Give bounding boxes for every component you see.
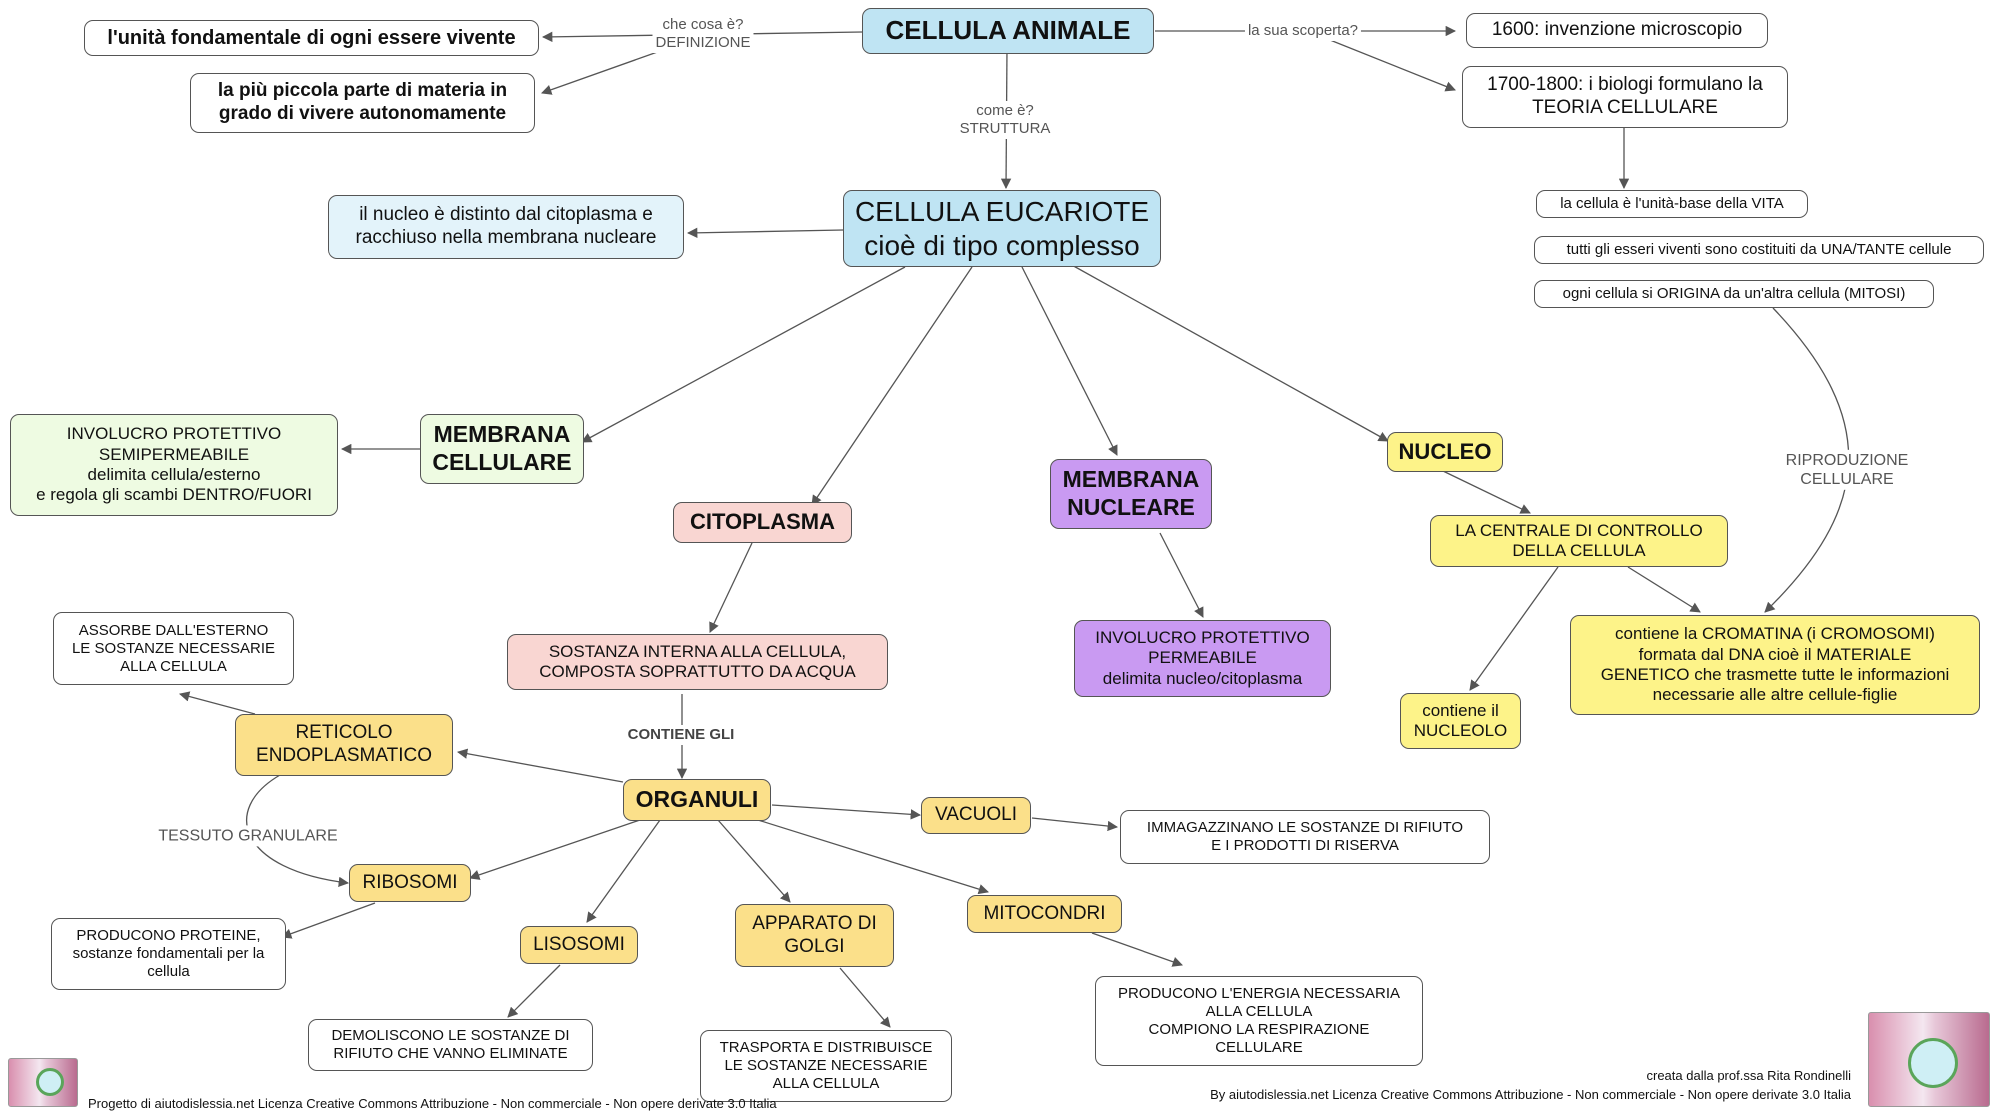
link-organuli-lisosomi bbox=[586, 819, 661, 923]
node-apparato-golgi[interactable]: APPARATO DI GOLGI bbox=[735, 904, 894, 967]
node-nucleo-distinto[interactable]: il nucleo è distinto dal citoplasma e ra… bbox=[328, 195, 684, 259]
node-membrana-cellulare-desc[interactable]: INVOLUCRO PROTETTIVO SEMIPERMEABILE deli… bbox=[10, 414, 338, 516]
node-cellula-eucariote[interactable]: CELLULA EUCARIOTE cioè di tipo complesso bbox=[843, 190, 1161, 267]
link-memnuc-desc bbox=[1159, 532, 1204, 618]
node-cromatina[interactable]: contiene la CROMATINA (i CROMOSOMI) form… bbox=[1570, 615, 1980, 715]
link-eucariote-membrana bbox=[581, 266, 906, 443]
node-teoria-cellulare[interactable]: 1700-1800: i biologi formulano la TEORIA… bbox=[1462, 66, 1788, 128]
node-centrale-controllo[interactable]: LA CENTRALE DI CONTROLLO DELLA CELLULA bbox=[1430, 515, 1728, 567]
node-immagazzinano[interactable]: IMMAGAZZINANO LE SOSTANZE DI RIFIUTO E I… bbox=[1120, 810, 1490, 864]
node-membrana-nucleare[interactable]: MEMBRANA NUCLEARE bbox=[1050, 459, 1212, 529]
link-organuli-mitocondri bbox=[757, 819, 989, 895]
node-nucleo[interactable]: NUCLEO bbox=[1387, 432, 1503, 472]
label-riproduzione: RIPRODUZIONE CELLULARE bbox=[1782, 449, 1912, 491]
link-animale-teoria bbox=[1319, 35, 1456, 92]
link-centrale-nucleolo bbox=[1469, 566, 1559, 691]
link-reticolo-assorbe bbox=[178, 691, 256, 715]
link-ribosomi-proteine bbox=[281, 902, 376, 939]
magnifier-icon bbox=[1908, 1038, 1958, 1088]
link-organuli-ribosomi bbox=[469, 819, 641, 880]
node-ribosomi[interactable]: RIBOSOMI bbox=[349, 864, 471, 902]
node-membrana-cellulare[interactable]: MEMBRANA CELLULARE bbox=[420, 414, 584, 484]
magnifier-icon bbox=[36, 1068, 64, 1096]
node-definizione-1[interactable]: l'unità fondamentale di ogni essere vive… bbox=[84, 20, 539, 56]
link-centrale-cromatina bbox=[1627, 566, 1701, 613]
link-citoplasma-sostanza bbox=[709, 542, 753, 633]
label-definizione: che cosa è? DEFINIZIONE bbox=[652, 15, 754, 53]
node-lisosomi[interactable]: LISOSOMI bbox=[520, 926, 638, 964]
node-teoria-punto-3[interactable]: ogni cellula si ORIGINA da un'altra cell… bbox=[1534, 280, 1934, 308]
node-assorbe[interactable]: ASSORBE DALL'ESTERNO LE SOSTANZE NECESSA… bbox=[53, 612, 294, 685]
footer-license-left: Progetto di aiutodislessia.net Licenza C… bbox=[88, 1096, 777, 1111]
node-teoria-punto-2[interactable]: tutti gli esseri viventi sono costituiti… bbox=[1534, 236, 1984, 264]
label-struttura: come è? STRUTTURA bbox=[956, 101, 1054, 139]
node-cellula-animale[interactable]: CELLULA ANIMALE bbox=[862, 8, 1154, 54]
link-lisosomi-demoliscono bbox=[507, 964, 561, 1018]
link-eucariote-membrana-nucleare bbox=[1021, 266, 1118, 456]
node-producono-proteine[interactable]: PRODUCONO PROTEINE, sostanze fondamental… bbox=[51, 918, 286, 990]
node-reticolo-endoplasmatico[interactable]: RETICOLO ENDOPLASMATICO bbox=[235, 714, 453, 776]
label-scoperta: la sua scoperta? bbox=[1244, 21, 1362, 41]
node-vacuoli[interactable]: VACUOLI bbox=[921, 797, 1031, 834]
node-organuli[interactable]: ORGANULI bbox=[623, 779, 771, 821]
label-tessuto-granulare: TESSUTO GRANULARE bbox=[155, 825, 341, 847]
node-nucleolo[interactable]: contiene il NUCLEOLO bbox=[1400, 693, 1521, 749]
node-demoliscono[interactable]: DEMOLISCONO LE SOSTANZE DI RIFIUTO CHE V… bbox=[308, 1019, 593, 1071]
node-energia[interactable]: PRODUCONO L'ENERGIA NECESSARIA ALLA CELL… bbox=[1095, 976, 1423, 1066]
node-citoplasma[interactable]: CITOPLASMA bbox=[673, 502, 852, 543]
link-golgi-trasporta bbox=[839, 967, 891, 1028]
link-eucariote-nucleo bbox=[1069, 263, 1389, 442]
link-eucariote-citoplasma bbox=[811, 266, 973, 506]
link-organuli-reticolo bbox=[456, 748, 624, 783]
link-organuli-vacuoli bbox=[771, 804, 922, 820]
label-contiene-gli: CONTIENE GLI bbox=[624, 725, 738, 745]
link-organuli-golgi bbox=[717, 819, 791, 903]
link-mitocondri-energia bbox=[1091, 932, 1183, 967]
node-membrana-nucleare-desc[interactable]: INVOLUCRO PROTETTIVO PERMEABILE delimita… bbox=[1074, 620, 1331, 697]
link-eucariote-nucleo-distinto bbox=[686, 227, 844, 239]
link-vacuoli-immagazzinano bbox=[1031, 817, 1119, 832]
node-mitocondri[interactable]: MITOCONDRI bbox=[967, 895, 1122, 933]
node-definizione-2[interactable]: la più piccola parte di materia in grado… bbox=[190, 73, 535, 133]
node-invenzione-microscopio[interactable]: 1600: invenzione microscopio bbox=[1466, 13, 1768, 48]
node-teoria-punto-1[interactable]: la cellula è l'unità-base della VITA bbox=[1536, 190, 1808, 218]
link-nucleo-centrale bbox=[1442, 470, 1531, 514]
node-sostanza-interna[interactable]: SOSTANZA INTERNA ALLA CELLULA, COMPOSTA … bbox=[507, 634, 888, 690]
footer-author: creata dalla prof.ssa Rita Rondinelli bbox=[1646, 1068, 1852, 1083]
node-trasporta[interactable]: TRASPORTA E DISTRIBUISCE LE SOSTANZE NEC… bbox=[700, 1030, 952, 1102]
footer-license-right: By aiutodislessia.net Licenza Creative C… bbox=[1210, 1087, 1851, 1102]
